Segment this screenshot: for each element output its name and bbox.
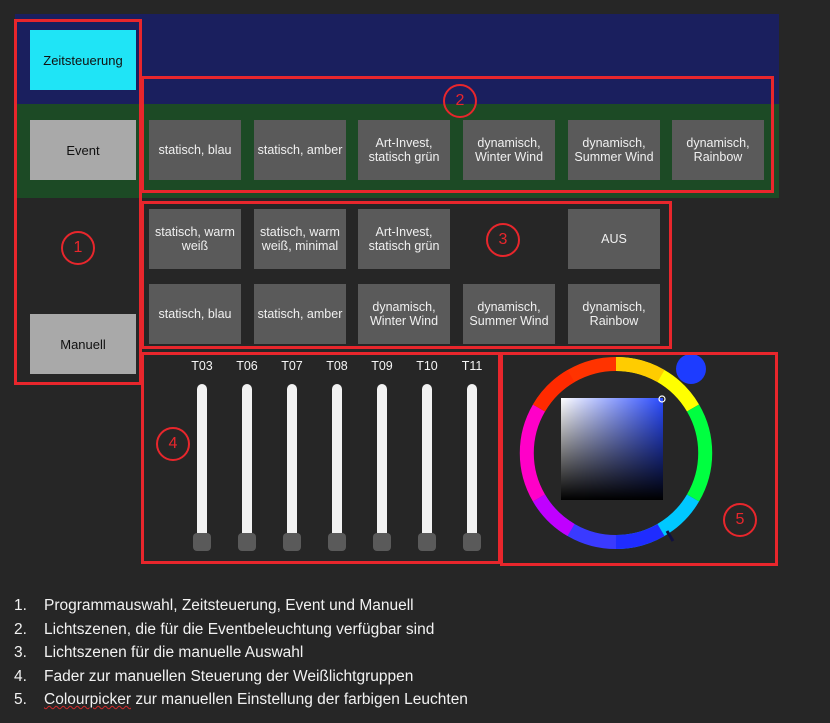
event-scene-summer-wind[interactable]: dynamisch, Summer Wind xyxy=(568,120,660,180)
fader-track-t03[interactable] xyxy=(197,384,207,540)
sv-cursor[interactable] xyxy=(658,395,666,403)
manual-scene-winter-wind[interactable]: dynamisch, Winter Wind xyxy=(358,284,450,344)
manual-scene-rainbow[interactable]: dynamisch, Rainbow xyxy=(568,284,660,344)
marker-box-5 xyxy=(500,352,778,566)
fader-track-t10[interactable] xyxy=(422,384,432,540)
marker-number-1: 1 xyxy=(61,231,95,265)
fader-knob-t11[interactable] xyxy=(463,533,481,551)
legend-item-2: 2.Lichtszenen, die für die Eventbeleucht… xyxy=(14,620,435,638)
legend-item-1: 1.Programmauswahl, Zeitsteuerung, Event … xyxy=(14,597,414,614)
fader-track-t11[interactable] xyxy=(467,384,477,540)
manual-scene-summer-wind[interactable]: dynamisch, Summer Wind xyxy=(463,284,555,344)
manual-scene-warm-weiss-minimal[interactable]: statisch, warm weiß, minimal xyxy=(254,209,346,269)
fader-track-t09[interactable] xyxy=(377,384,387,540)
fader-knob-t10[interactable] xyxy=(418,533,436,551)
legend-list: 1.Programmauswahl, Zeitsteuerung, Event … xyxy=(14,594,468,712)
marker-box-1 xyxy=(14,19,142,385)
event-scene-statisch-amber[interactable]: statisch, amber xyxy=(254,120,346,180)
fader-label-t08: T08 xyxy=(326,359,348,373)
fader-knob-t03[interactable] xyxy=(193,533,211,551)
legend-item-3: 3.Lichtszenen für die manuelle Auswahl xyxy=(14,644,304,661)
manual-scene-art-invest-gruen[interactable]: Art-Invest, statisch grün xyxy=(358,209,450,269)
fader-label-t06: T06 xyxy=(236,359,258,373)
fader-label-t07: T07 xyxy=(281,359,303,373)
fader-track-t06[interactable] xyxy=(242,384,252,540)
hue-indicator[interactable] xyxy=(665,530,675,542)
fader-knob-t07[interactable] xyxy=(283,533,301,551)
fader-track-t08[interactable] xyxy=(332,384,342,540)
fader-label-t03: T03 xyxy=(191,359,213,373)
zeitsteuerung-button[interactable]: Zeitsteuerung xyxy=(30,30,136,90)
event-scene-statisch-blau[interactable]: statisch, blau xyxy=(149,120,241,180)
marker-box-3 xyxy=(141,201,672,349)
marker-number-2: 2 xyxy=(443,84,477,118)
colour-picker[interactable] xyxy=(511,348,721,558)
fader-knob-t09[interactable] xyxy=(373,533,391,551)
legend-item-4: 4.Fader zur manuellen Steuerung der Weiß… xyxy=(14,667,414,685)
event-scene-rainbow[interactable]: dynamisch, Rainbow xyxy=(672,120,764,180)
manual-scene-warm-weiss[interactable]: statisch, warm weiß xyxy=(149,209,241,269)
fader-track-t07[interactable] xyxy=(287,384,297,540)
fader-knob-t08[interactable] xyxy=(328,533,346,551)
selected-colour-swatch xyxy=(676,354,706,384)
marker-number-4: 4 xyxy=(156,427,190,461)
marker-box-4 xyxy=(141,352,501,564)
marker-box-2 xyxy=(141,76,774,193)
fader-label-t11: T11 xyxy=(461,359,483,373)
fader-label-t09: T09 xyxy=(371,359,393,373)
manual-scene-aus[interactable]: AUS xyxy=(568,209,660,269)
fader-label-t10: T10 xyxy=(416,359,438,373)
hue-ring[interactable] xyxy=(519,356,713,550)
event-scene-art-invest-gruen[interactable]: Art-Invest, statisch grün xyxy=(358,120,450,180)
manual-scene-statisch-blau[interactable]: statisch, blau xyxy=(149,284,241,344)
manuell-button[interactable]: Manuell xyxy=(30,314,136,374)
fader-knob-t06[interactable] xyxy=(238,533,256,551)
marker-number-5: 5 xyxy=(723,503,757,537)
saturation-value-square[interactable] xyxy=(561,398,663,500)
event-scene-winter-wind[interactable]: dynamisch, Winter Wind xyxy=(463,120,555,180)
manual-scene-statisch-amber[interactable]: statisch, amber xyxy=(254,284,346,344)
lighting-control-app: Zeitsteuerung Event Manuell statisch, bl… xyxy=(14,14,779,566)
legend-item-5: 5.Colourpicker zur manuellen Einstellung… xyxy=(14,691,468,708)
event-button[interactable]: Event xyxy=(30,120,136,180)
marker-number-3: 3 xyxy=(486,223,520,257)
